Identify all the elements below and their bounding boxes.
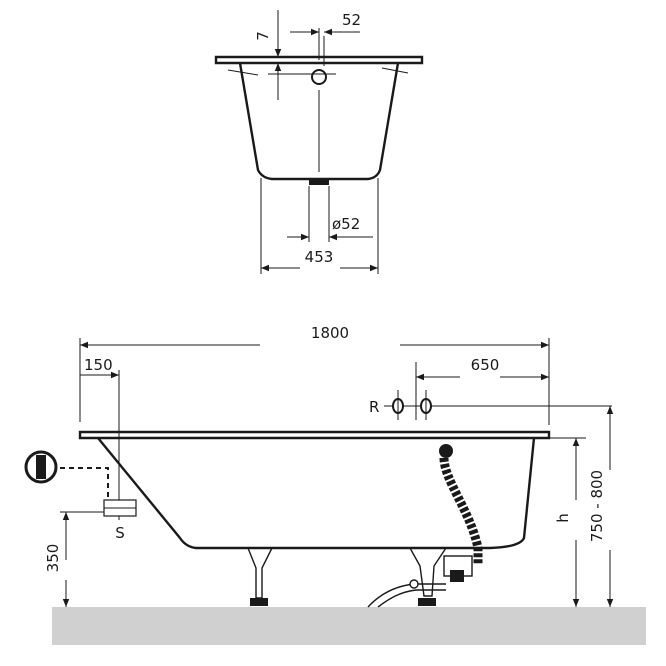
outlet-label: S — [115, 524, 125, 542]
dim-outlet-height-label: 350 — [44, 544, 62, 573]
tap-holes-label: R — [369, 398, 379, 416]
section-view: 7 52 ø52 453 — [214, 10, 424, 274]
floor — [52, 607, 646, 645]
dim-drain-diameter-label: ø52 — [332, 215, 360, 233]
dim-tap-offset: 650 — [415, 356, 549, 420]
dim-height-h: h — [550, 437, 586, 607]
section-drain — [309, 179, 329, 185]
left-leg — [247, 547, 273, 606]
dim-overflow-offset: 52 — [290, 11, 361, 36]
section-rim — [214, 55, 424, 65]
dim-height-range-label: 750 - 800 — [588, 470, 606, 542]
side-tub-body — [97, 437, 536, 550]
dim-height-range: 750 - 800 — [588, 406, 614, 607]
dim-height-h-label: h — [554, 513, 572, 523]
dim-waste-offset-label: 150 — [84, 356, 113, 374]
dim-total-length-label: 1800 — [311, 324, 349, 342]
dim-drain-diameter: ø52 — [287, 186, 373, 242]
overflow-hose — [367, 444, 483, 608]
side-view: S 1800 150 650 R — [24, 324, 646, 645]
dim-overflow-offset-label: 52 — [342, 11, 361, 29]
side-rim — [78, 430, 551, 440]
power-outlet-icon — [24, 450, 58, 484]
dim-rim-thickness: 7 — [254, 10, 282, 100]
section-overflow-hole — [311, 69, 327, 85]
dim-rim-thickness-label: 7 — [254, 31, 272, 41]
tap-holes: R — [369, 390, 612, 420]
outlet-point: S — [60, 370, 137, 542]
dim-outlet-height: 350 — [44, 511, 104, 607]
dim-total-length: 1800 — [79, 324, 550, 425]
dim-tap-offset-label: 650 — [471, 356, 500, 374]
dim-bottom-width-label: 453 — [305, 248, 334, 266]
dim-waste-offset: 150 — [80, 356, 119, 379]
dim-bottom-width: 453 — [260, 178, 379, 274]
right-leg — [409, 547, 447, 606]
